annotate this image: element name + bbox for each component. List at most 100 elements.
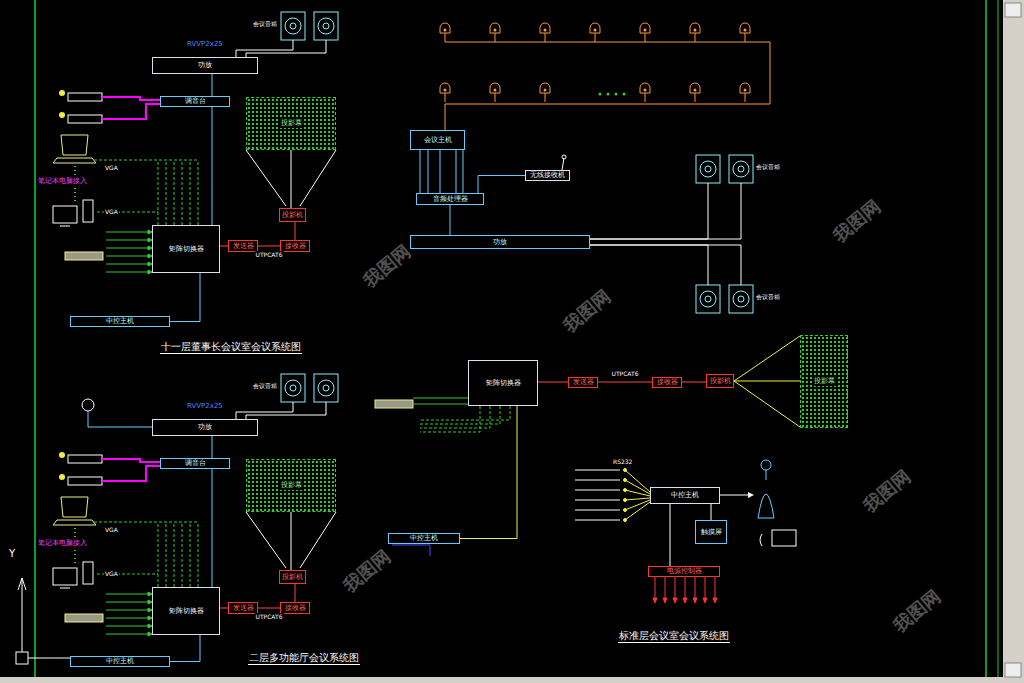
signal-cable xyxy=(460,406,517,539)
equipment-label: 中控主机 xyxy=(409,534,439,542)
cad-use xyxy=(640,23,650,42)
cad-line xyxy=(770,42,771,104)
cad-rect xyxy=(772,530,796,546)
cad-circle xyxy=(599,93,602,96)
cad-rect xyxy=(375,400,413,408)
signal-cable xyxy=(212,74,213,96)
cad-line xyxy=(720,495,748,496)
cad-polygon xyxy=(53,158,96,163)
cad-line xyxy=(445,42,770,43)
equipment-label: 矩阵切换器 xyxy=(168,607,205,615)
equipment-box: 会议主机 xyxy=(410,130,465,150)
equipment-box: 投影幕 xyxy=(246,459,336,512)
signal-cable xyxy=(295,222,296,240)
cad-circle xyxy=(562,155,566,159)
equipment-box: 接收器 xyxy=(652,377,682,388)
signal-cable xyxy=(734,381,800,382)
annotation: RVVP2x25 xyxy=(186,402,224,410)
cad-polyline xyxy=(590,245,708,285)
cad-line xyxy=(665,576,666,598)
cad-line xyxy=(74,188,76,203)
cad-circle xyxy=(607,93,610,96)
equipment-box: 投影幕 xyxy=(800,335,848,428)
cad-polyline xyxy=(236,40,293,57)
cad-line xyxy=(715,576,716,598)
equipment-label: 中控主机 xyxy=(105,317,135,325)
annotation: VGA xyxy=(104,208,119,215)
cad-use xyxy=(440,83,450,102)
equipment-box: 功放 xyxy=(152,57,258,74)
cad-polyline xyxy=(102,97,160,100)
cad-line xyxy=(166,160,167,225)
signal-cable xyxy=(291,150,292,208)
cad-line xyxy=(190,160,191,225)
equipment-box: 发送器 xyxy=(228,240,258,252)
cad-path xyxy=(693,598,697,603)
cad-line xyxy=(625,502,650,520)
cad-line xyxy=(22,578,23,652)
cad-line xyxy=(655,576,656,598)
equipment-label: 发送器 xyxy=(232,242,255,250)
equipment-box: 发送器 xyxy=(568,377,598,388)
cad-line xyxy=(463,150,464,193)
annotation: 笔记本电脑接入 xyxy=(37,177,88,185)
cad-use xyxy=(690,83,700,102)
cad-circle xyxy=(615,93,618,96)
equipment-label: 矩阵切换器 xyxy=(485,379,522,387)
annotation: VGA xyxy=(104,570,119,577)
annotation: Y xyxy=(8,548,16,560)
annotation: 会议音箱 xyxy=(755,293,781,300)
cad-line xyxy=(106,264,148,265)
cad-line xyxy=(575,490,620,491)
cad-circle xyxy=(623,93,626,96)
equipment-box: 中控主机 xyxy=(70,316,170,327)
cad-line xyxy=(174,160,175,225)
cad-circle xyxy=(761,460,771,470)
cad-line xyxy=(413,398,468,399)
signal-cable xyxy=(450,205,451,235)
cad-polyline xyxy=(590,245,741,285)
projection-chain xyxy=(375,336,800,556)
cad-rect xyxy=(65,252,103,260)
signal-cable xyxy=(291,512,292,570)
cad-use xyxy=(490,83,500,102)
cad-polyline xyxy=(420,406,490,428)
cad-line xyxy=(300,150,336,206)
equipment-box: 音频处理器 xyxy=(416,193,484,205)
cad-line xyxy=(734,336,800,381)
equipment-label: 接收器 xyxy=(284,242,307,250)
equipment-label: 矩阵切换器 xyxy=(168,245,205,253)
cad-line xyxy=(575,510,620,511)
cad-use xyxy=(540,83,550,102)
cad-circle xyxy=(624,519,627,522)
cad-rect xyxy=(68,115,102,123)
cad-rect xyxy=(1005,3,1021,17)
equipment-label: 投影机 xyxy=(281,573,304,581)
top-microphone xyxy=(82,399,152,427)
cad-line xyxy=(420,150,421,193)
cad-circle xyxy=(82,399,94,411)
cad-line xyxy=(106,232,148,233)
signal-cable xyxy=(711,504,712,520)
cad-circle xyxy=(624,489,627,492)
cad-polygon xyxy=(61,135,88,155)
equipment-box: 投影幕 xyxy=(246,97,336,150)
conference-mics xyxy=(420,23,770,313)
cad-polyline xyxy=(246,40,326,57)
cad-use xyxy=(440,23,450,42)
cad-use xyxy=(314,12,338,40)
cad-line xyxy=(625,490,650,496)
cad-use xyxy=(590,23,600,42)
cad-line xyxy=(695,576,696,598)
signal-cable xyxy=(170,635,200,662)
equipment-label: 发送器 xyxy=(232,604,255,612)
cad-use xyxy=(640,83,650,102)
equipment-box: 矩阵切换器 xyxy=(468,360,538,406)
cad-g xyxy=(624,469,651,522)
cad-line xyxy=(413,404,468,405)
equipment-label: 功放 xyxy=(197,61,213,69)
cad-line xyxy=(456,150,457,193)
